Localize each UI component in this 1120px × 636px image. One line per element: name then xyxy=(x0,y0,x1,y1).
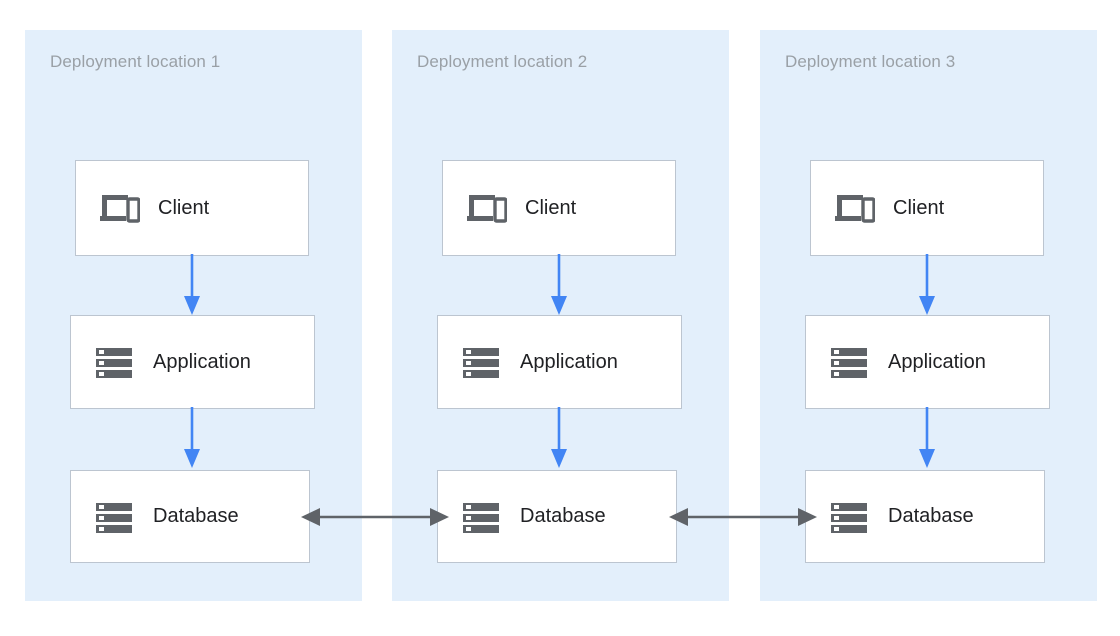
node-database-2[interactable]: Database xyxy=(437,470,677,563)
arrow-client-to-application-3 xyxy=(917,254,937,316)
arrow-database-1-to-database-2 xyxy=(300,500,450,534)
storage-server-icon xyxy=(93,341,135,383)
node-label-database-2: Database xyxy=(520,505,606,527)
panel-title-3: Deployment location 3 xyxy=(785,52,956,71)
storage-server-icon xyxy=(460,496,502,538)
devices-icon xyxy=(833,187,875,229)
node-application-1[interactable]: Application xyxy=(70,315,315,409)
node-label-client-3: Client xyxy=(893,196,945,219)
node-label-database-1: Database xyxy=(153,505,239,527)
arrow-application-to-database-1 xyxy=(182,407,202,469)
node-label-client-1: Client xyxy=(158,196,210,219)
arrow-database-2-to-database-3 xyxy=(668,500,818,534)
node-label-application-2: Application xyxy=(520,350,618,373)
storage-server-icon xyxy=(460,341,502,383)
node-database-3[interactable]: Database xyxy=(805,470,1045,563)
node-application-2[interactable]: Application xyxy=(437,315,682,409)
node-label-application-1: Application xyxy=(153,350,251,373)
deployment-location-panel-3: Deployment location 3 Client xyxy=(760,30,1097,601)
arrow-application-to-database-2 xyxy=(549,407,569,469)
node-label-database-3: Database xyxy=(888,505,974,527)
node-label-application-3: Application xyxy=(888,350,986,373)
deployment-location-panel-1: Deployment location 1 Client xyxy=(25,30,362,601)
node-database-1[interactable]: Database xyxy=(70,470,310,563)
arrow-client-to-application-2 xyxy=(549,254,569,316)
arrow-application-to-database-3 xyxy=(917,407,937,469)
node-label-client-2: Client xyxy=(525,196,577,219)
node-client-1[interactable]: Client xyxy=(75,160,309,256)
devices-icon xyxy=(98,187,140,229)
node-client-3[interactable]: Client xyxy=(810,160,1044,256)
arrow-client-to-application-1 xyxy=(182,254,202,316)
devices-icon xyxy=(465,187,507,229)
panel-title-2: Deployment location 2 xyxy=(417,52,588,71)
deployment-location-panel-2: Deployment location 2 Client xyxy=(392,30,729,601)
storage-server-icon xyxy=(828,341,870,383)
node-application-3[interactable]: Application xyxy=(805,315,1050,409)
panel-title-1: Deployment location 1 xyxy=(50,52,221,71)
node-client-2[interactable]: Client xyxy=(442,160,676,256)
storage-server-icon xyxy=(828,496,870,538)
storage-server-icon xyxy=(93,496,135,538)
